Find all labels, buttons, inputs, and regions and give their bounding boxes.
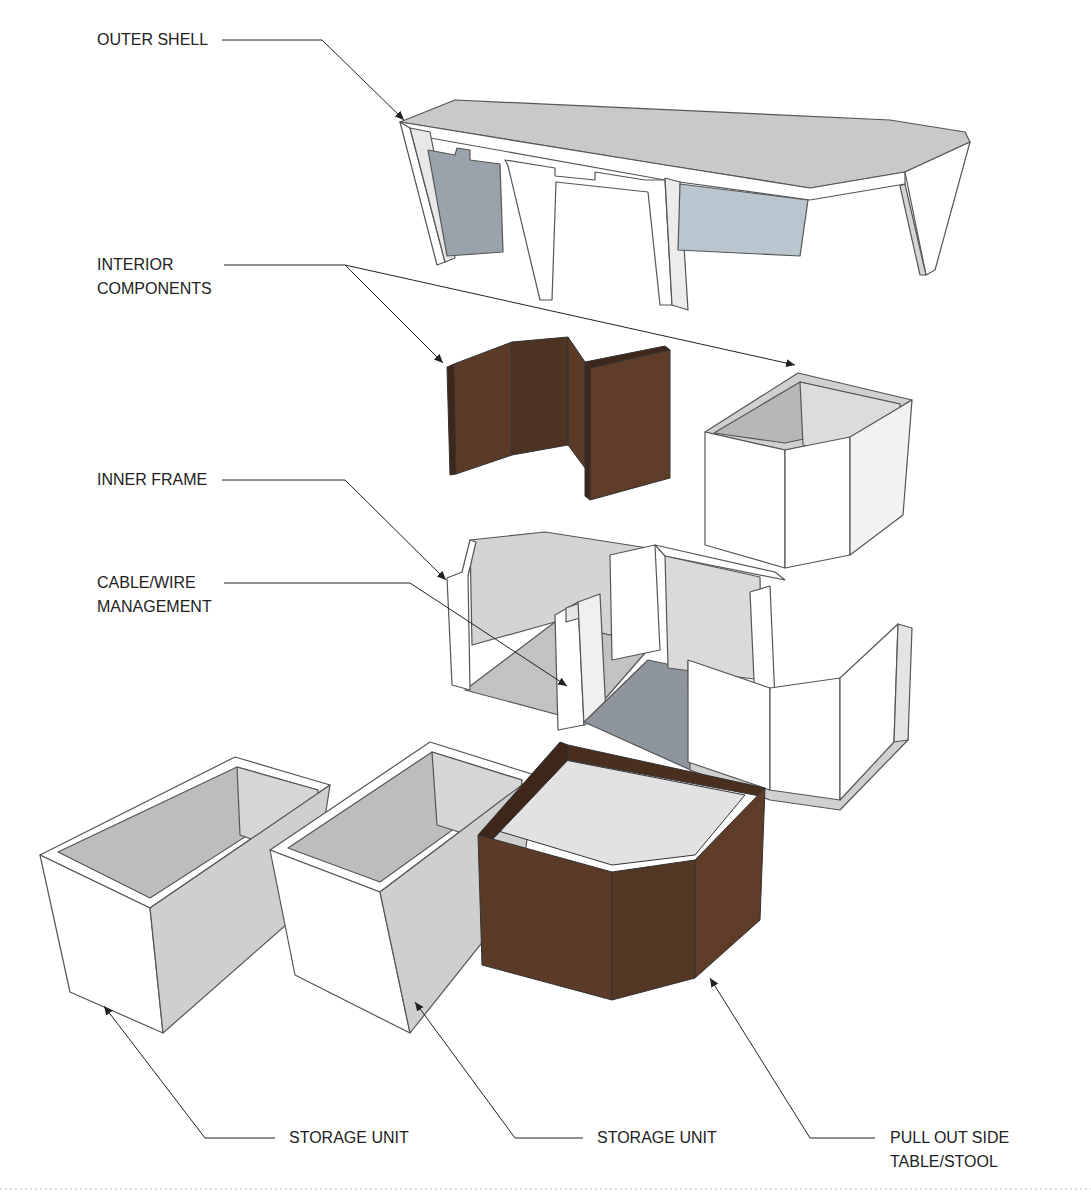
inner-frame: [840, 624, 898, 800]
wood-panel-set: [512, 337, 568, 455]
leader-line: [222, 40, 404, 120]
outer-shell: [678, 184, 808, 256]
outer-shell: [428, 148, 503, 256]
leader-line: [415, 1002, 583, 1138]
inner-frame: [688, 660, 770, 790]
wood-panel-set: [568, 337, 585, 468]
wood-panel-set: [585, 362, 590, 500]
wood-panel-set: [590, 350, 670, 500]
inner-frame: [447, 532, 912, 810]
part-label: OUTER SHELL: [95, 28, 210, 52]
outer-shell: [900, 184, 926, 275]
pull-out-stool: [612, 860, 695, 1000]
inner-frame: [894, 624, 912, 742]
pull-out-stool: [478, 835, 612, 1000]
inner-frame: [610, 545, 660, 660]
part-label: STORAGE UNIT: [595, 1126, 719, 1150]
white-bin: [850, 400, 912, 555]
part-label: INTERIOR COMPONENTS: [95, 253, 224, 301]
leader-line: [222, 583, 567, 686]
storage-unit-box: [270, 850, 410, 1033]
inner-frame: [770, 678, 840, 800]
leader-line: [104, 1006, 275, 1138]
inner-frame: [447, 540, 476, 690]
inner-frame: [665, 556, 762, 680]
page-border: [0, 1189, 1091, 1190]
wood-panel-set: [454, 342, 512, 474]
white-bin: [705, 373, 912, 568]
part-label: CABLE/WIRE MANAGEMENT: [95, 571, 224, 619]
pull-out-stool: [478, 742, 765, 1000]
pull-out-stool: [695, 788, 765, 978]
outer-shell: [905, 142, 970, 275]
outer-shell: [400, 100, 970, 310]
leader-line: [222, 480, 446, 580]
leader-line: [710, 978, 875, 1138]
part-label: PULL OUT SIDE TABLE/STOOL: [888, 1126, 1050, 1174]
part-label: INNER FRAME: [95, 468, 209, 492]
pull-out-stool: [568, 745, 765, 796]
white-bin: [785, 437, 850, 568]
part-label: STORAGE UNIT: [287, 1126, 411, 1150]
wood-panel-set: [447, 337, 670, 500]
pull-out-stool: [478, 742, 568, 840]
storage-unit-box: [40, 855, 163, 1033]
outer-shell: [505, 160, 672, 305]
leader-line: [345, 265, 795, 365]
white-bin: [705, 432, 785, 568]
